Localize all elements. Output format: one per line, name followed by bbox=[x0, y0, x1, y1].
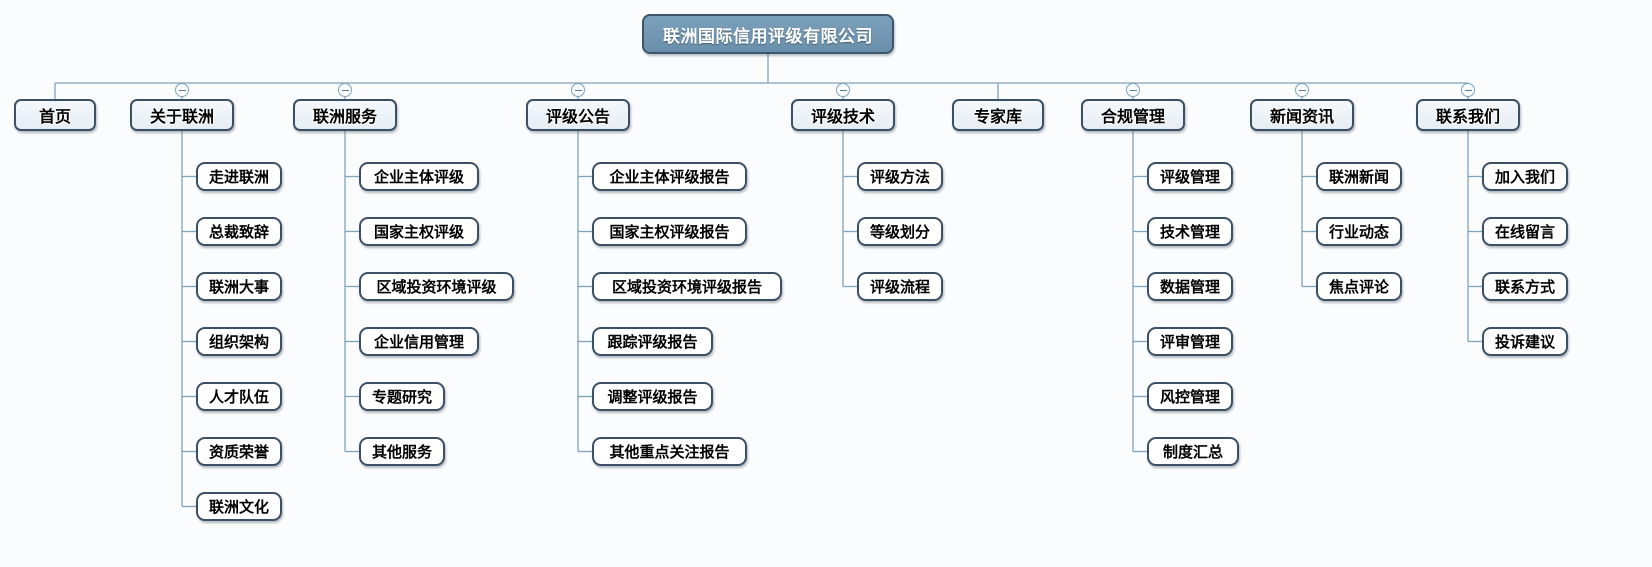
page-node-compliance-0[interactable]: 评级管理 bbox=[1147, 162, 1233, 191]
page-node-compliance-2[interactable]: 数据管理 bbox=[1147, 272, 1233, 301]
page-node-contact-1[interactable]: 在线留言 bbox=[1482, 217, 1568, 246]
page-node-contact-3[interactable]: 投诉建议 bbox=[1482, 327, 1568, 356]
category-node-technology[interactable]: 评级技术 bbox=[791, 99, 895, 131]
page-node-announcements-5[interactable]: 其他重点关注报告 bbox=[592, 437, 747, 466]
page-node-compliance-1[interactable]: 技术管理 bbox=[1147, 217, 1233, 246]
category-node-about[interactable]: 关于联洲 bbox=[130, 99, 234, 131]
collapse-toggle-contact[interactable] bbox=[1461, 83, 1475, 97]
page-node-services-3[interactable]: 企业信用管理 bbox=[359, 327, 479, 356]
page-node-about-4[interactable]: 人才队伍 bbox=[196, 382, 282, 411]
root-node[interactable]: 联洲国际信用评级有限公司 bbox=[642, 14, 894, 54]
collapse-toggle-compliance[interactable] bbox=[1126, 83, 1140, 97]
page-node-news-2[interactable]: 焦点评论 bbox=[1316, 272, 1402, 301]
page-node-technology-1[interactable]: 等级划分 bbox=[857, 217, 943, 246]
page-node-services-1[interactable]: 国家主权评级 bbox=[359, 217, 479, 246]
collapse-toggle-news[interactable] bbox=[1295, 83, 1309, 97]
page-node-announcements-1[interactable]: 国家主权评级报告 bbox=[592, 217, 747, 246]
category-node-experts[interactable]: 专家库 bbox=[952, 99, 1044, 131]
page-node-contact-0[interactable]: 加入我们 bbox=[1482, 162, 1568, 191]
page-node-services-4[interactable]: 专题研究 bbox=[359, 382, 445, 411]
page-node-compliance-3[interactable]: 评审管理 bbox=[1147, 327, 1233, 356]
page-node-about-0[interactable]: 走进联洲 bbox=[196, 162, 282, 191]
category-node-announcements[interactable]: 评级公告 bbox=[526, 99, 630, 131]
page-node-services-2[interactable]: 区域投资环境评级 bbox=[359, 272, 514, 301]
page-node-announcements-3[interactable]: 跟踪评级报告 bbox=[592, 327, 713, 356]
collapse-toggle-announcements[interactable] bbox=[571, 83, 585, 97]
category-node-services[interactable]: 联洲服务 bbox=[293, 99, 397, 131]
page-node-about-3[interactable]: 组织架构 bbox=[196, 327, 282, 356]
page-node-news-0[interactable]: 联洲新闻 bbox=[1316, 162, 1402, 191]
page-node-announcements-4[interactable]: 调整评级报告 bbox=[592, 382, 713, 411]
page-node-announcements-2[interactable]: 区域投资环境评级报告 bbox=[592, 272, 782, 301]
collapse-toggle-services[interactable] bbox=[338, 83, 352, 97]
page-node-services-0[interactable]: 企业主体评级 bbox=[359, 162, 479, 191]
page-node-about-5[interactable]: 资质荣誉 bbox=[196, 437, 282, 466]
collapse-toggle-technology[interactable] bbox=[836, 83, 850, 97]
category-node-compliance[interactable]: 合规管理 bbox=[1081, 99, 1185, 131]
page-node-compliance-5[interactable]: 制度汇总 bbox=[1147, 437, 1239, 466]
page-node-about-6[interactable]: 联洲文化 bbox=[196, 492, 282, 521]
page-node-services-5[interactable]: 其他服务 bbox=[359, 437, 445, 466]
page-node-announcements-0[interactable]: 企业主体评级报告 bbox=[592, 162, 747, 191]
category-node-home[interactable]: 首页 bbox=[14, 99, 96, 131]
page-node-news-1[interactable]: 行业动态 bbox=[1316, 217, 1402, 246]
collapse-toggle-about[interactable] bbox=[175, 83, 189, 97]
page-node-contact-2[interactable]: 联系方式 bbox=[1482, 272, 1568, 301]
page-node-about-1[interactable]: 总裁致辞 bbox=[196, 217, 282, 246]
page-node-compliance-4[interactable]: 风控管理 bbox=[1147, 382, 1233, 411]
page-node-about-2[interactable]: 联洲大事 bbox=[196, 272, 282, 301]
page-node-technology-2[interactable]: 评级流程 bbox=[857, 272, 943, 301]
page-node-technology-0[interactable]: 评级方法 bbox=[857, 162, 943, 191]
category-node-news[interactable]: 新闻资讯 bbox=[1250, 99, 1354, 131]
category-node-contact[interactable]: 联系我们 bbox=[1416, 99, 1520, 131]
